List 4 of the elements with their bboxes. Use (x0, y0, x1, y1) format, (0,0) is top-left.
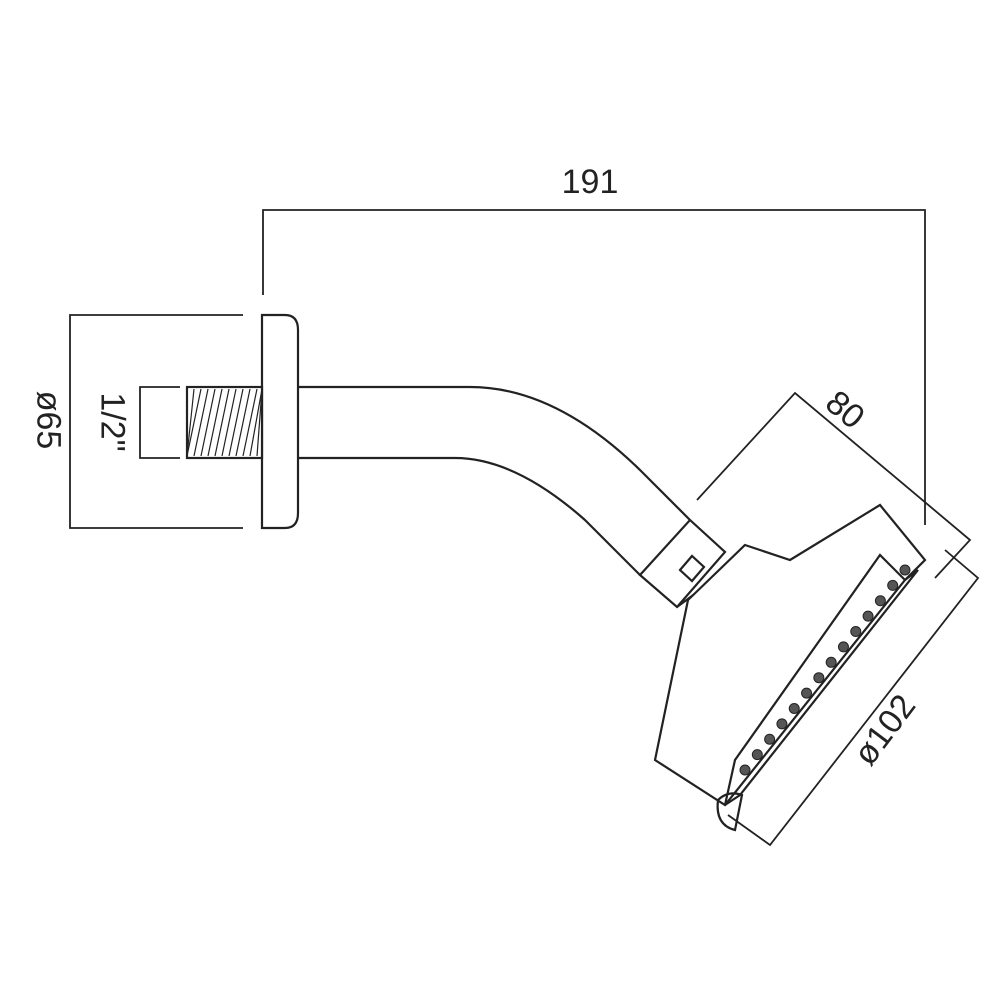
dimension-label: 80 (820, 384, 870, 436)
dimension-label: ø65 (31, 390, 65, 450)
dimension-label: 1/2" (96, 392, 130, 452)
dimension-label: 191 (562, 165, 618, 199)
